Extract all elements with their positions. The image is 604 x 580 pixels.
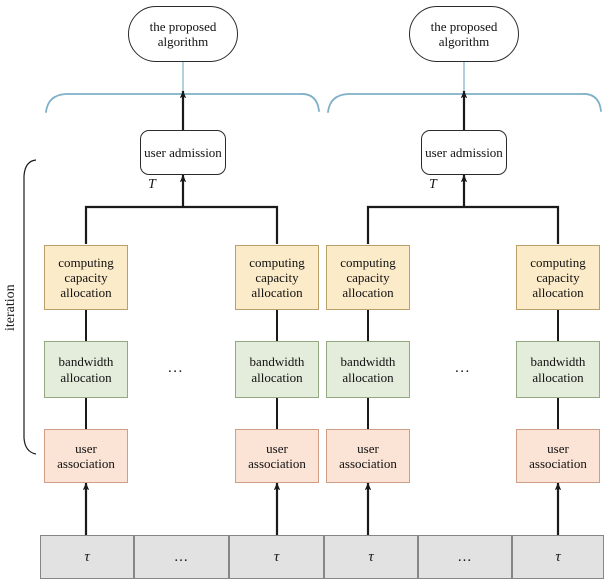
bandwidth-allocation-label-0: bandwidth allocation <box>58 354 114 385</box>
timeline-slot-5-label: τ <box>555 548 561 565</box>
timeline-slot-0-label: τ <box>84 548 90 565</box>
computing-capacity-allocation-box-2[interactable]: computing capacity allocation <box>326 245 410 310</box>
bandwidth-allocation-box-1[interactable]: bandwidth allocation <box>235 341 319 398</box>
user-association-box-1[interactable]: user association <box>235 429 319 483</box>
ellipsis-bandwidth-right: ... <box>455 360 471 376</box>
proposed-algorithm-label-right: the proposed algorithm <box>430 18 498 49</box>
timeline-slot-3-label: τ <box>368 548 374 565</box>
user-association-label-3: user association <box>529 440 587 471</box>
timeline-slot-2-label: τ <box>273 548 280 565</box>
computing-capacity-allocation-label-0: computing capacity allocation <box>58 254 114 301</box>
bandwidth-allocation-box-0[interactable]: bandwidth allocation <box>44 341 128 398</box>
tree-bus-right <box>366 205 560 244</box>
user-admission-node-left[interactable]: user admission <box>140 130 226 175</box>
timeline-slot-1-label: ... <box>174 548 189 565</box>
computing-capacity-allocation-label-1: computing capacity allocation <box>249 254 305 301</box>
proposed-algorithm-node-left[interactable]: the proposed algorithm <box>128 6 238 62</box>
timeline-slot-3[interactable]: τ <box>324 535 418 579</box>
user-association-box-0[interactable]: user association <box>44 429 128 483</box>
timescale-label-T-right: T <box>429 177 437 192</box>
user-association-box-2[interactable]: user association <box>326 429 410 483</box>
ellipsis-bandwidth-left: ... <box>168 360 184 376</box>
proposed-algorithm-node-right[interactable]: the proposed algorithm <box>409 6 519 62</box>
bandwidth-allocation-label-2: bandwidth allocation <box>340 354 396 385</box>
timeline-slot-4[interactable]: ... <box>418 535 512 579</box>
iteration-label: iteration <box>3 284 18 331</box>
computing-capacity-allocation-label-2: computing capacity allocation <box>340 254 396 301</box>
iteration-bracket <box>23 159 37 455</box>
timeline-slot-4-label: ... <box>457 548 473 565</box>
bandwidth-allocation-box-2[interactable]: bandwidth allocation <box>326 341 410 398</box>
proposed-algorithm-label-left: the proposed algorithm <box>149 18 217 49</box>
timeline-slot-0[interactable]: τ <box>40 535 134 579</box>
user-admission-label-right: user admission <box>425 144 503 160</box>
timescale-label-T-left: T <box>148 177 156 192</box>
user-association-label-2: user association <box>339 440 397 471</box>
blue-brace-right <box>327 93 602 113</box>
user-admission-label-left: user admission <box>144 144 222 160</box>
bandwidth-allocation-label-1: bandwidth allocation <box>249 354 305 385</box>
user-association-label-1: user association <box>248 440 306 471</box>
bandwidth-allocation-label-3: bandwidth allocation <box>530 354 586 385</box>
bandwidth-allocation-box-3[interactable]: bandwidth allocation <box>516 341 600 398</box>
user-admission-node-right[interactable]: user admission <box>421 130 507 175</box>
computing-capacity-allocation-box-0[interactable]: computing capacity allocation <box>44 245 128 310</box>
computing-capacity-allocation-box-1[interactable]: computing capacity allocation <box>235 245 319 310</box>
blue-brace-left <box>45 93 320 113</box>
timeline-slot-5[interactable]: τ <box>512 535 604 579</box>
timeline-slot-2[interactable]: τ <box>229 535 324 579</box>
computing-capacity-allocation-label-3: computing capacity allocation <box>530 254 586 301</box>
computing-capacity-allocation-box-3[interactable]: computing capacity allocation <box>516 245 600 310</box>
tree-bus-left <box>84 205 279 244</box>
user-association-label-0: user association <box>57 440 115 471</box>
user-association-box-3[interactable]: user association <box>516 429 600 483</box>
timeline-slot-1[interactable]: ... <box>134 535 229 579</box>
